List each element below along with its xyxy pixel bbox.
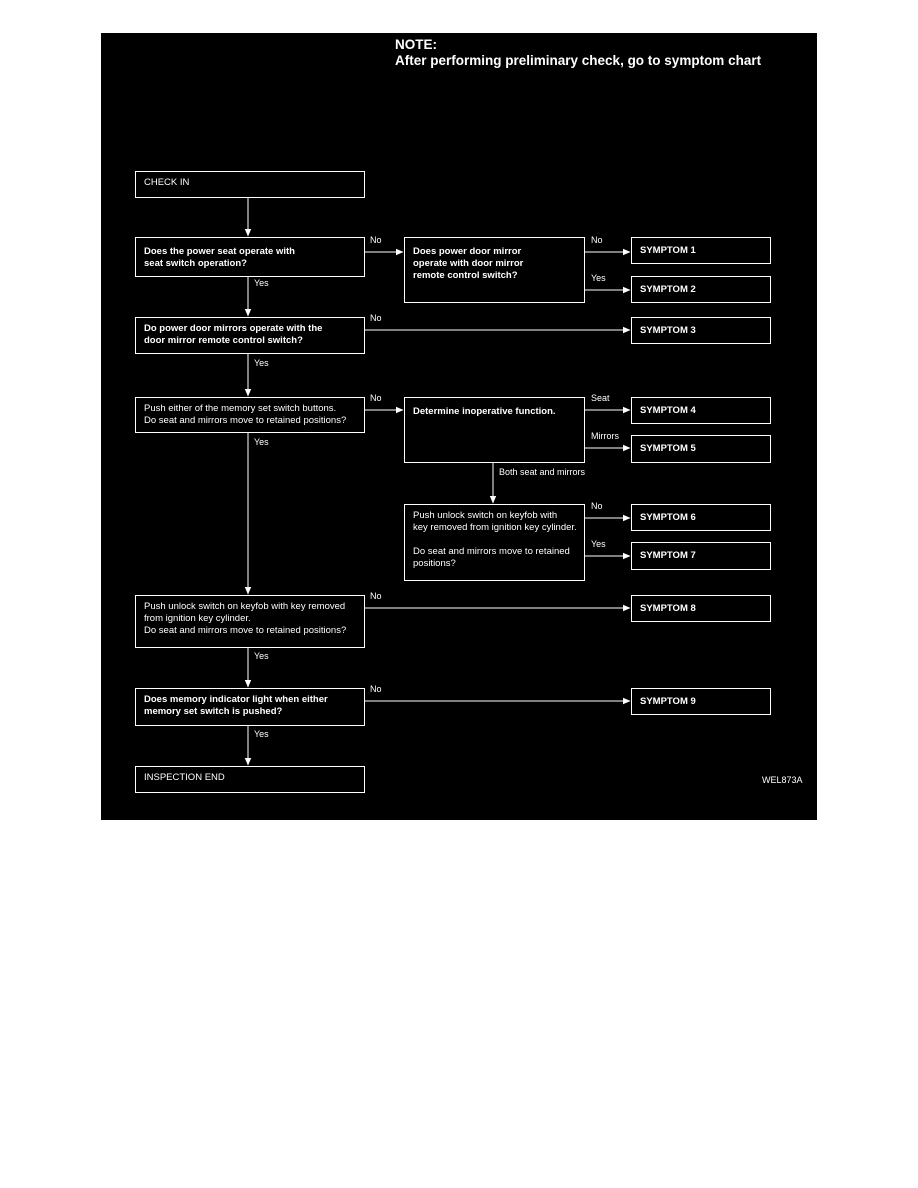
box-text-line: INSPECTION END (144, 772, 225, 783)
box-text-line: seat switch operation? (144, 258, 247, 269)
note-text: After performing preliminary check, go t… (395, 53, 762, 68)
label-mirrors: Mirrors (591, 431, 619, 441)
label-no-seat: No (370, 235, 382, 245)
box-text-line: Do power door mirrors operate with the (144, 323, 323, 334)
box-text-line: Do seat and mirrors move to retained (413, 546, 570, 557)
note-title: NOTE: (395, 37, 437, 52)
memory-switch-question: Push either of the memory set switch but… (135, 397, 365, 433)
box-text-line: CHECK IN (144, 177, 190, 188)
symptom-8-box: SYMPTOM 8 (631, 595, 771, 622)
label-no-mirror-switch: No (591, 235, 603, 245)
symptom-2-box: SYMPTOM 2 (631, 276, 771, 303)
determine-function-box: Determine inoperative function. (404, 397, 585, 463)
label-no-indicator: No (370, 684, 382, 694)
symptom-3-box: SYMPTOM 3 (631, 317, 771, 344)
check-in-box: CHECK IN (135, 171, 365, 198)
symptom-7-box: SYMPTOM 7 (631, 542, 771, 570)
label-yes-indicator: Yes (254, 729, 269, 739)
box-text-line: from ignition key cylinder. (144, 613, 251, 624)
label-no-memory: No (370, 393, 382, 403)
label-yes-memory: Yes (254, 437, 269, 447)
label-both-seat-mirrors: Both seat and mirrors (499, 467, 586, 477)
box-text-line: Does memory indicator light when either (144, 694, 328, 705)
box-text-line: Determine inoperative function. (413, 406, 556, 417)
box-text-line (413, 534, 576, 546)
box-text-line: Do seat and mirrors move to retained pos… (144, 415, 347, 426)
symptom-1-box: SYMPTOM 1 (631, 237, 771, 264)
box-text-line: Does power door mirror (413, 246, 522, 257)
flowchart: NOTE: After performing preliminary check… (101, 33, 817, 820)
note: NOTE: After performing preliminary check… (395, 37, 761, 69)
label-yes-seat: Yes (254, 278, 269, 288)
label-no-keyfob: No (370, 591, 382, 601)
symptom-9-box: SYMPTOM 9 (631, 688, 771, 715)
label-no-keyfob-sub: No (591, 501, 603, 511)
box-text-line: Does the power seat operate with (144, 246, 295, 257)
connector-lines (244, 197, 631, 766)
label-seat: Seat (591, 393, 610, 403)
symptom-5-box: SYMPTOM 5 (631, 435, 771, 463)
label-yes-keyfob: Yes (254, 651, 269, 661)
inspection-end-box: INSPECTION END (135, 766, 365, 793)
label-yes-mirrors: Yes (254, 358, 269, 368)
box-text-line: Push unlock switch on keyfob with (413, 510, 558, 521)
label-yes-keyfob-sub: Yes (591, 539, 606, 549)
box-text-line: Push either of the memory set switch but… (144, 403, 337, 414)
symptom-4-box: SYMPTOM 4 (631, 397, 771, 424)
box-text-line: Push unlock switch on keyfob with key re… (144, 601, 346, 612)
keyfob-question: Push unlock switch on keyfob with key re… (135, 595, 365, 648)
box-text-line: positions? (413, 558, 456, 569)
box-text-line: Do seat and mirrors move to retained pos… (144, 625, 347, 636)
box-text-line: remote control switch? (413, 270, 518, 281)
box-text-line: door mirror remote control switch? (144, 335, 303, 346)
box-text-line: memory set switch is pushed? (144, 706, 283, 717)
figure-code: WEL873A (762, 775, 803, 785)
label-yes-mirror-switch: Yes (591, 273, 606, 283)
box-text-line: operate with door mirror (413, 258, 524, 269)
symptom-6-box: SYMPTOM 6 (631, 504, 771, 531)
label-no-mirrors: No (370, 313, 382, 323)
box-text-line: key removed from ignition key cylinder. (413, 522, 577, 533)
